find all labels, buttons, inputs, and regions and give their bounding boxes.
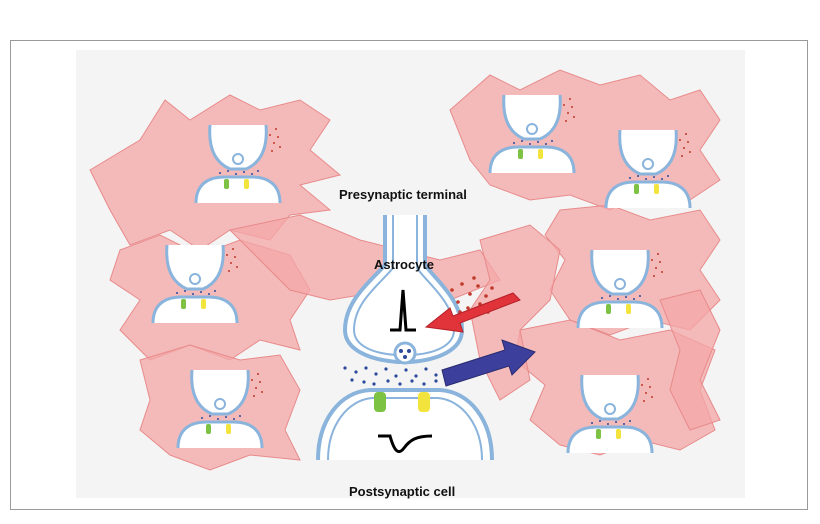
label-astrocyte: Astrocyte xyxy=(374,257,434,272)
red-arrow-gliotransmission xyxy=(424,292,521,333)
label-postsynaptic-cell: Postsynaptic cell xyxy=(349,484,456,499)
postsynaptic-cell xyxy=(316,388,494,461)
label-presynaptic-terminal: Presynaptic terminal xyxy=(339,187,467,202)
presynaptic-spike-trace xyxy=(390,289,416,332)
figure-frame xyxy=(10,40,808,510)
green-receptor xyxy=(374,392,386,412)
blue-arrow-uptake xyxy=(441,339,536,387)
yellow-receptor xyxy=(418,392,430,412)
neurotransmitter-cloud xyxy=(343,366,450,386)
presynaptic-terminal xyxy=(342,215,465,365)
postsynaptic-current-trace xyxy=(378,434,433,453)
